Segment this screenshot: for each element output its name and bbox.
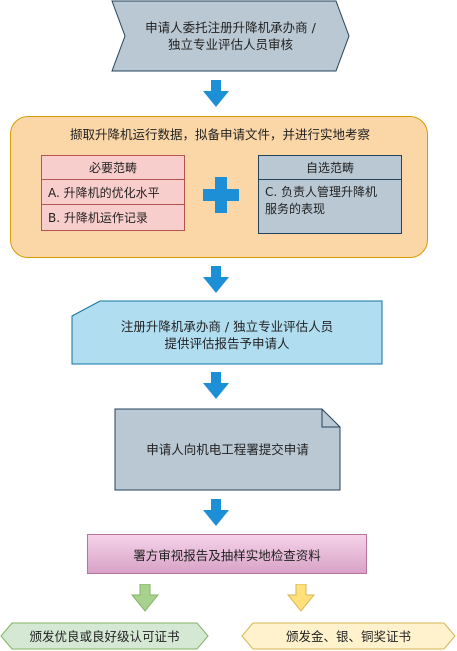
collect-panel: 撷取升降机运行数据，拟备申请文件，并进行实地考察 必要范畴 A. 升降机的优化水… (10, 116, 428, 258)
plus-icon (203, 177, 239, 213)
step-report-label: 注册升降机承办商 / 独立专业评估人员 提供评估报告予申请人 (72, 306, 382, 364)
required-header: 必要范畴 (41, 155, 185, 180)
down-arrow-icon (203, 266, 229, 293)
down-arrow-icon (203, 80, 229, 107)
step-apply-label: 申请人委托注册升降机承办商 / 独立专业评估人员审核 (125, 1, 336, 71)
required-item-b: B. 升降机运作记录 (41, 204, 185, 231)
down-arrow-yellow-icon (287, 584, 315, 612)
down-arrow-icon (203, 372, 229, 399)
down-arrow-icon (203, 499, 229, 526)
optional-item-c: C. 负责人管理升降机 服务的表现 (258, 179, 402, 234)
optional-item-c-line2: 服务的表现 (265, 202, 326, 216)
step-report-line1: 注册升降机承办商 / 独立专业评估人员 (120, 319, 334, 334)
step-submit-label: 申请人向机电工程署提交申请 (146, 442, 309, 457)
optional-item-c-line1: C. 负责人管理升降机 (265, 185, 378, 199)
step-apply-line1: 申请人委托注册升降机承办商 / (145, 20, 316, 35)
outcome-right-label: 颁发金、银、铜奖证书 (285, 628, 411, 644)
down-arrow-green-icon (131, 584, 159, 612)
step-report-line2: 提供评估报告予申请人 (164, 336, 290, 351)
collect-title: 撷取升降机运行数据，拟备申请文件，并进行实地考察 (69, 126, 370, 142)
optional-header: 自选范畴 (258, 155, 402, 180)
required-item-a: A. 升降机的优化水平 (41, 179, 185, 205)
step-review: 署方审视报告及抽样实地检查资料 (87, 534, 367, 574)
outcome-left-label: 颁发优良或良好级认可证书 (29, 628, 180, 644)
step-apply-line2: 独立专业评估人员审核 (167, 37, 293, 52)
